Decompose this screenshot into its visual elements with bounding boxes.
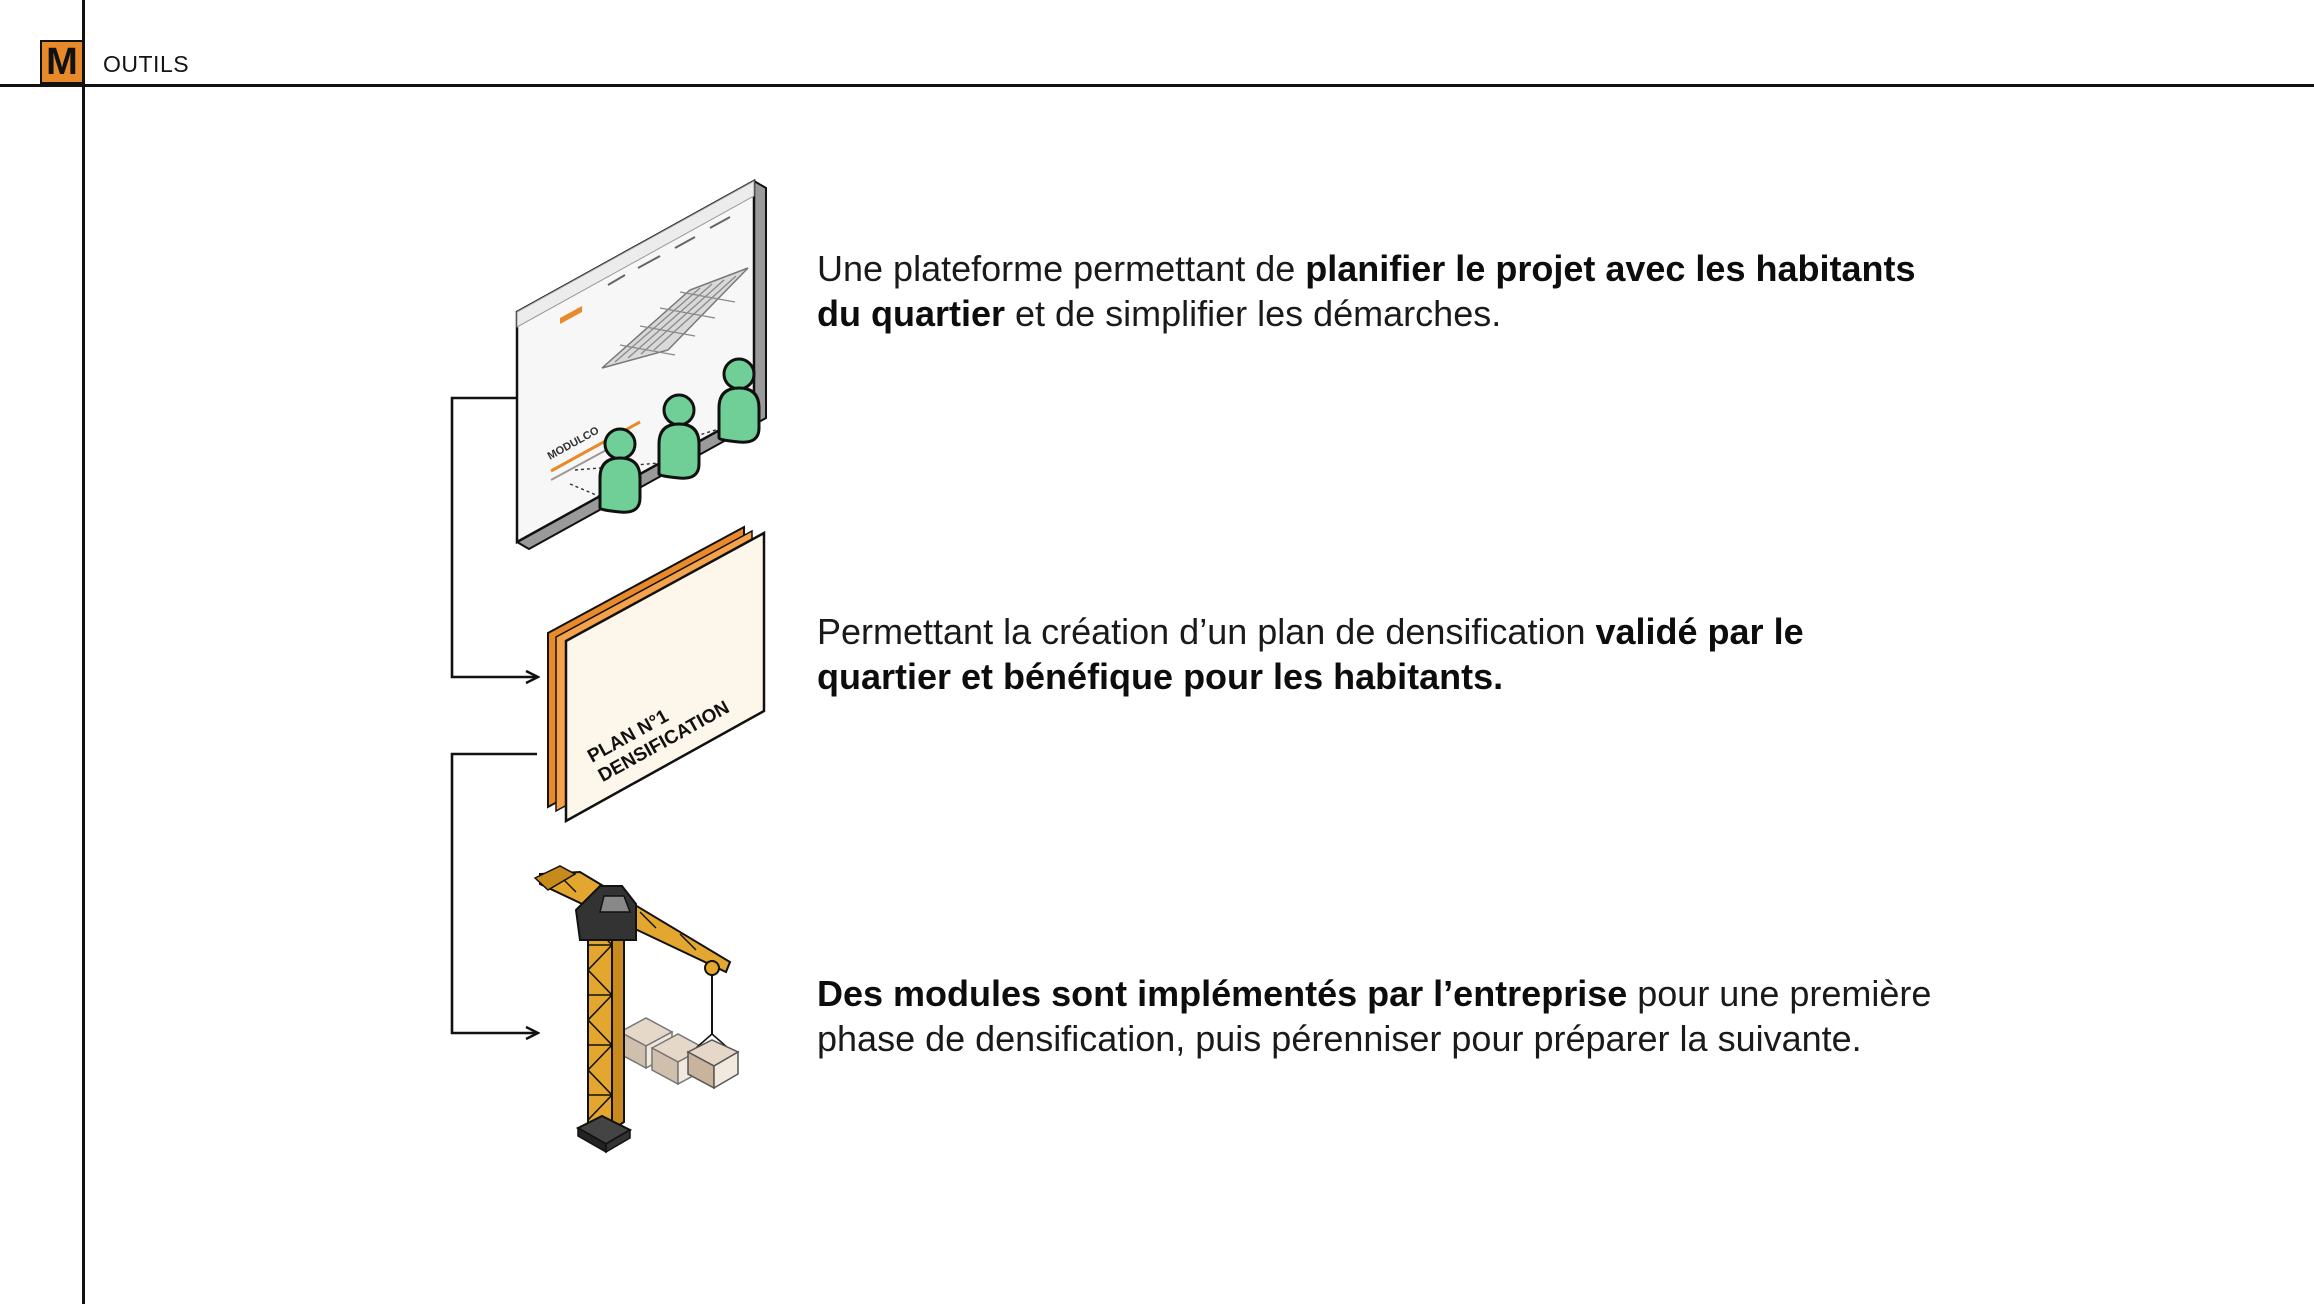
user-person-icon	[598, 427, 642, 514]
section-title: OUTILS	[103, 51, 190, 77]
step-description-modules: Des modules sont implémentés par l’entre…	[817, 971, 1997, 1061]
platform-screen-illustration: MODULCO	[515, 178, 767, 551]
left-margin-line	[82, 0, 85, 1304]
highlighted-text: Des modules sont implémentés par l’entre…	[817, 973, 1628, 1014]
crane-illustration	[533, 865, 740, 1154]
connector-1	[450, 396, 538, 677]
user-person-icon	[717, 357, 761, 444]
module-box-icon	[686, 1039, 740, 1090]
highlighted-text: planifier le projet avec les habitants d…	[817, 248, 1916, 334]
connector-2	[450, 752, 538, 1033]
body-text: pour une première phase de densification…	[817, 973, 1932, 1059]
header-divider	[0, 84, 2314, 87]
logo-letter: M	[46, 41, 78, 83]
plan-document-illustration: PLAN N°1 DENSIFICATION	[547, 525, 766, 824]
step-description-plan: Permettant la création d’un plan de dens…	[817, 609, 1937, 699]
highlighted-text: validé par le quartier et bénéfique pour…	[817, 611, 1804, 697]
brand-logo: M	[40, 40, 84, 84]
body-text: Une plateforme permettant de	[817, 248, 1306, 289]
body-text: Permettant la création d’un plan de dens…	[817, 611, 1596, 652]
user-person-icon	[657, 393, 701, 480]
body-text: et de simplifier les démarches.	[1005, 293, 1502, 334]
step-description-platform: Une plateforme permettant de planifier l…	[817, 246, 1937, 336]
